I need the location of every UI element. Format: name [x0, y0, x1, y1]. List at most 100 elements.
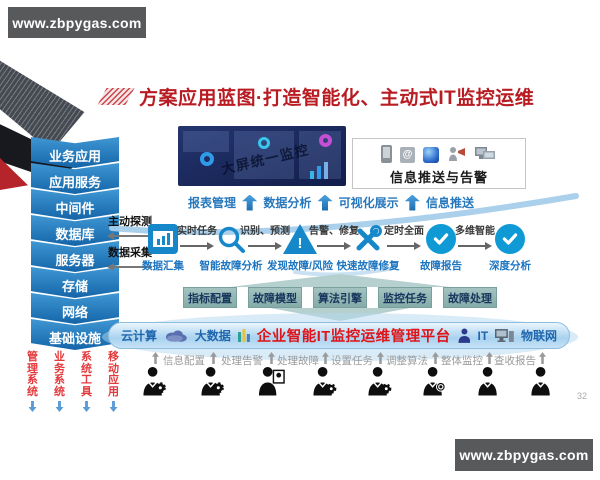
right-arrow-icon	[387, 242, 421, 250]
output-label: 报表管理	[188, 196, 237, 210]
worker-icon	[258, 366, 285, 396]
up-arrow-icon	[152, 352, 159, 364]
output-label: 可视化展示	[338, 196, 399, 210]
platform-label-it: IT	[477, 328, 489, 343]
app-type-labels: 管理系统 业务系统 系统工具 移动应用	[26, 351, 120, 412]
phone-icon	[381, 144, 392, 163]
app-type-label: 系统工具	[81, 351, 92, 398]
flow-arrow: 识别、预测	[237, 222, 293, 250]
app-type-column: 系统工具	[80, 351, 93, 412]
flow-node-label: 发现故障/风险	[267, 260, 333, 272]
capability-box: 故障模型	[248, 287, 302, 308]
flow-node-label: 故障报告	[420, 260, 462, 272]
alert-box-title: 信息推送与告警	[389, 169, 488, 185]
up-arrow-icon	[404, 194, 420, 211]
output-label: 数据分析	[263, 196, 312, 210]
flow-node-label: 深度分析	[489, 260, 531, 272]
right-arrow-icon	[317, 242, 351, 250]
app-type-column: 管理系统	[26, 351, 39, 412]
up-arrow-icon	[317, 194, 333, 211]
capability-box: 指标配置	[183, 287, 237, 308]
magnifier-icon	[218, 226, 245, 253]
bar-chart-icon	[148, 224, 178, 254]
capability-row: 指标配置 故障模型 算法引擎 监控任务 故障处理	[183, 287, 497, 308]
up-arrow-icon	[268, 352, 275, 364]
page-title: 方案应用蓝图·打造智能化、主动式IT监控运维	[139, 88, 535, 109]
left-arrow-icon	[107, 263, 153, 271]
flow-arrow: 定时全面	[376, 222, 432, 250]
right-arrow-icon	[458, 242, 492, 250]
alert-person-icon	[449, 146, 465, 161]
app-type-label: 业务系统	[54, 351, 65, 398]
worker-icon	[476, 366, 503, 396]
workstation-icon	[475, 146, 495, 159]
alert-icons-row	[381, 142, 497, 163]
worker-icon	[312, 366, 339, 396]
alert-push-box: 信息推送与告警	[352, 138, 526, 189]
app-type-column: 业务系统	[53, 351, 66, 412]
app-type-label: 移动应用	[108, 351, 119, 398]
worker-icon	[529, 366, 556, 396]
right-arrow-icon	[248, 242, 282, 250]
flow-arrow: 多维智能	[447, 222, 503, 250]
flow-node-find-risk: 发现故障/风险	[262, 224, 338, 273]
probe-labels: 主动探测 数据采集	[101, 213, 159, 275]
connector-trapezoid	[230, 274, 450, 287]
check-circle-icon	[495, 224, 525, 254]
cloud-icon	[165, 330, 187, 342]
worker-icon	[200, 366, 227, 396]
output-labels-row: 报表管理 数据分析 可视化展示 信息推送	[188, 194, 474, 211]
app-type-column: 移动应用	[107, 351, 120, 412]
platform-label-cloud: 云计算	[121, 329, 158, 343]
flow-arrow-label: 告警、修复	[309, 226, 359, 237]
up-arrow-icon	[377, 352, 384, 364]
output-label: 信息推送	[425, 196, 474, 210]
flow-node-data-collect: 数据汇集	[125, 224, 201, 273]
flow-arrow-label: 多维智能	[455, 226, 495, 237]
stack-layer: 业务应用	[31, 137, 119, 168]
donut-chart-icon	[258, 137, 270, 149]
worker-icon	[142, 366, 169, 396]
bigdata-icon	[237, 329, 250, 342]
flow-node-fault-analysis: 智能故障分析	[193, 224, 269, 273]
flow-node-fault-report: 故障报告	[403, 224, 479, 273]
tech-stack: 业务应用 应用服务 中间件 数据库 服务器 存储 网络 基础设施	[31, 137, 119, 350]
up-arrow-icon	[539, 352, 546, 364]
left-arrow-icon	[107, 232, 153, 240]
flow-arrow: 实时任务	[169, 222, 225, 250]
up-arrow-icon	[432, 352, 439, 364]
email-book-icon	[400, 146, 415, 163]
flow-node-label: 智能故障分析	[199, 260, 263, 272]
role-label: 查收报告	[494, 355, 536, 367]
site-logo-bottom: www.zbpygas.com	[455, 439, 593, 471]
down-arrow-icon	[82, 401, 91, 412]
platform-title: 企业智能IT监控运维管理平台	[256, 329, 451, 345]
bar-chart-icon	[324, 162, 328, 179]
check-circle-icon	[426, 224, 456, 254]
worker-icon	[367, 366, 394, 396]
flow-arrow-label: 实时任务	[177, 226, 217, 237]
role-label: 处理故障	[277, 355, 319, 367]
up-arrow-icon	[210, 352, 217, 364]
role-label: 调整算法	[386, 355, 428, 367]
dashboard-panel	[183, 131, 229, 152]
computer-icon	[495, 328, 514, 342]
hatch-icon	[97, 88, 135, 105]
role-label: 设置任务	[331, 355, 373, 367]
capability-box: 故障处理	[443, 287, 497, 308]
flow-arrow-label: 识别、预测	[240, 226, 290, 237]
stack-layer: 服务器	[31, 241, 119, 272]
bar-chart-icon	[317, 166, 321, 179]
probe-label-bottom: 数据采集	[108, 247, 152, 259]
up-arrow-icon	[486, 352, 493, 364]
platform-label-iot: 物联网	[520, 329, 557, 343]
tools-icon	[356, 225, 382, 251]
capability-box: 算法引擎	[313, 287, 367, 308]
down-arrow-icon	[109, 401, 118, 412]
flow-node-label: 数据汇集	[142, 260, 184, 272]
flow-arrow-label: 定时全面	[384, 226, 424, 237]
donut-chart-icon	[319, 134, 332, 147]
site-logo-top: www.zbpygas.com	[8, 7, 146, 38]
up-arrow-icon	[322, 352, 329, 364]
it-person-icon	[458, 328, 470, 343]
